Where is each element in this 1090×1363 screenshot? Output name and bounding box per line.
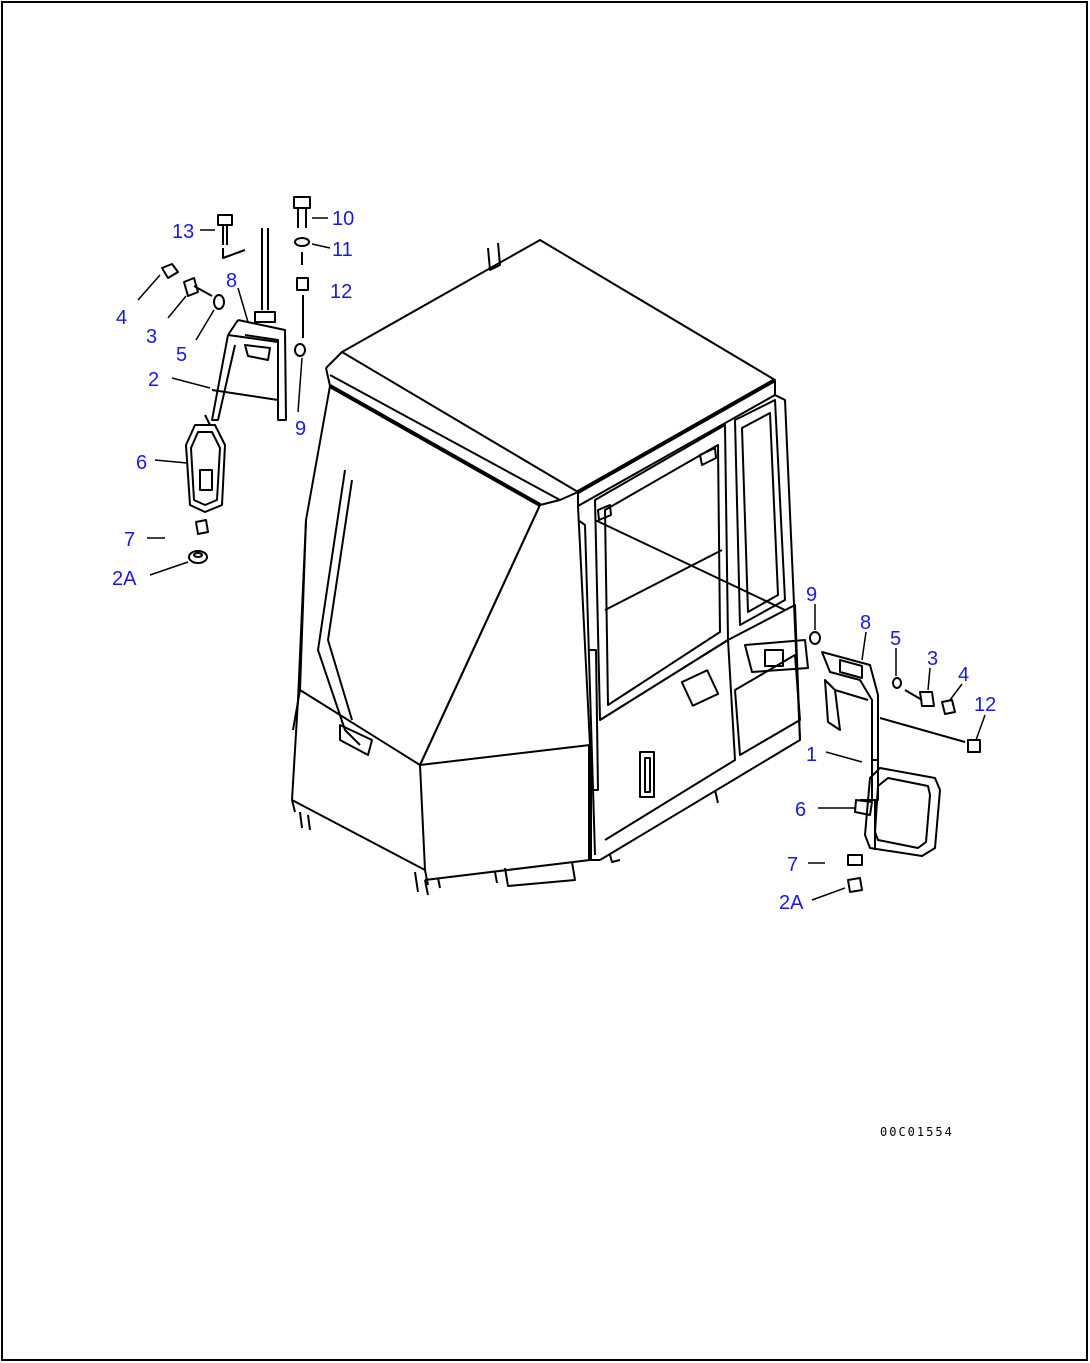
callout-2: 2: [148, 369, 159, 391]
callout-7-right: 7: [787, 854, 798, 876]
callout-12-left: 12: [330, 281, 352, 303]
callout-4-left: 4: [116, 307, 127, 329]
callout-10: 10: [332, 208, 354, 230]
callout-13: 13: [172, 221, 194, 243]
leader-lines: [137, 217, 986, 901]
callout-6-right: 6: [795, 799, 806, 821]
cab-body: [291, 239, 809, 896]
callout-labels: 13 10 11 12 4 8 3 5 2 9 6 7 2A 9 8 5 3 4…: [112, 208, 996, 914]
callout-1: 1: [806, 744, 817, 766]
callout-5-right: 5: [890, 628, 901, 650]
cab-edges: [329, 378, 776, 860]
callout-2A-left: 2A: [112, 568, 137, 590]
callout-6-left: 6: [136, 452, 147, 474]
right-mirror-assembly: [809, 631, 981, 893]
callout-9-right: 9: [806, 584, 817, 606]
callout-12-right: 12: [974, 694, 996, 716]
callout-11: 11: [332, 239, 353, 261]
callout-9-left: 9: [295, 418, 306, 440]
callout-5-left: 5: [176, 344, 187, 366]
callout-3-left: 3: [146, 326, 157, 348]
callout-8-left: 8: [226, 270, 237, 292]
left-mirror-assembly: [161, 196, 311, 564]
callout-2A-right: 2A: [779, 892, 804, 914]
callout-3-right: 3: [927, 648, 938, 670]
callout-7-left: 7: [124, 529, 135, 551]
callout-4-right: 4: [958, 664, 969, 686]
callout-8-right: 8: [860, 612, 871, 634]
drawing-code: 00C01554: [880, 1125, 954, 1139]
